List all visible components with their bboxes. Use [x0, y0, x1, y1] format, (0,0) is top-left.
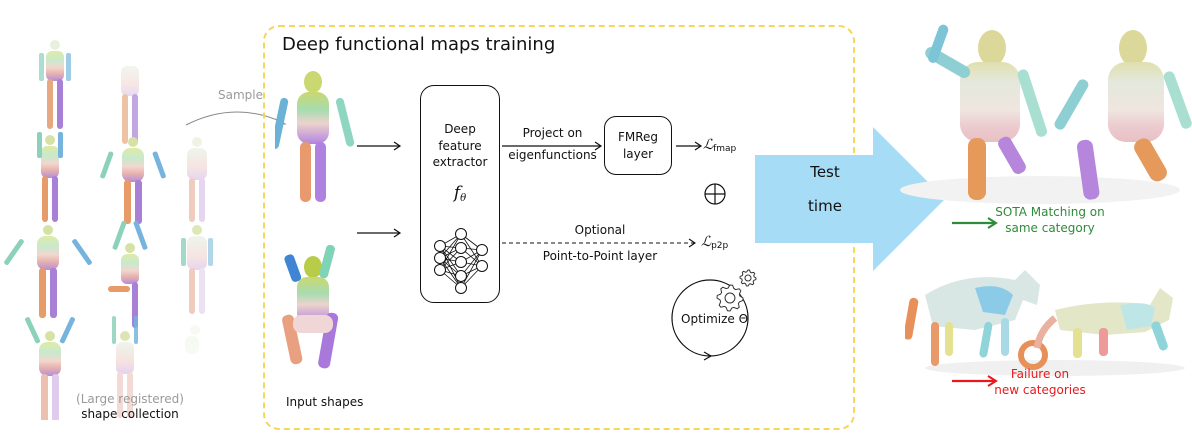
feature-extractor-box — [420, 85, 500, 303]
cycle-arrow-icon — [671, 279, 749, 361]
animal-matching-result — [905, 270, 1185, 376]
test-time-label-line2: time — [808, 197, 842, 215]
fmreg-label-line1: FMReg — [617, 130, 659, 144]
nn-node — [455, 256, 467, 268]
horse-figure — [905, 270, 1040, 366]
human-figure — [275, 71, 355, 202]
plus-circle-icon — [704, 183, 726, 205]
loss-symbol: ℒ — [701, 234, 712, 250]
nn-node — [455, 270, 467, 282]
human-figure — [282, 244, 339, 369]
feature-extractor-label-line2: feature — [438, 139, 482, 153]
projection-arrow — [502, 141, 603, 151]
loss-fmap: ℒfmap — [703, 136, 736, 158]
success-label-line1: SOTA Matching on — [995, 205, 1105, 219]
loss-p2p: ℒp2p — [701, 233, 728, 255]
f-symbol: f — [453, 183, 461, 203]
human-figure — [925, 24, 1048, 200]
arrow-icon — [357, 141, 402, 151]
nn-node — [434, 264, 446, 276]
nn-node — [434, 252, 446, 264]
human-figure — [1054, 30, 1192, 200]
loss-subscript: fmap — [713, 144, 737, 154]
loss-subscript: p2p — [711, 241, 729, 251]
shape-collection-label-bottom: shape collection — [81, 407, 179, 421]
nn-node — [455, 228, 467, 240]
theta-subscript: θ — [460, 193, 467, 204]
feature-extractor-label-line1: Deep — [444, 122, 476, 136]
fmreg-layer-box — [604, 116, 672, 175]
optional-label-line2: Point-to-Point layer — [542, 249, 658, 263]
failure-label-line2: new categories — [994, 383, 1086, 397]
input-shapes-label: Input shapes — [286, 395, 364, 409]
training-title: Deep functional maps training — [282, 34, 556, 55]
projection-label-line1: Project on — [522, 126, 583, 140]
success-label-line2: same category — [1005, 221, 1095, 235]
arrow-icon — [357, 228, 402, 238]
nn-node — [455, 242, 467, 254]
sample-label: Sample — [218, 88, 263, 102]
nn-node — [476, 260, 488, 272]
test-time-arrow — [755, 127, 945, 271]
cat-figure — [1018, 288, 1173, 370]
optimize-label: Optimize Θ — [681, 312, 749, 326]
nn-node — [434, 240, 446, 252]
input-arrows — [357, 141, 402, 238]
feature-extractor-label-line3: extractor — [432, 155, 488, 169]
shape-collection-label-top: (Large registered) — [76, 392, 184, 406]
human-figure — [4, 40, 213, 420]
gear-icon — [716, 284, 744, 312]
shape-collection-figures — [4, 40, 213, 420]
test-time-label-line1: Test — [810, 163, 840, 181]
neural-network-icon — [434, 228, 488, 294]
gear-icon — [739, 269, 757, 287]
success-arrow — [952, 217, 998, 229]
human-matching-result — [900, 24, 1192, 204]
nn-node — [455, 282, 467, 294]
projection-label-line2: eigenfunctions — [508, 148, 597, 162]
feature-extractor-symbol: fθ — [420, 183, 500, 209]
loss-symbol: ℒ — [703, 137, 714, 153]
input-shapes-figures — [275, 71, 355, 369]
optimize-cycle — [671, 269, 757, 361]
optional-label-line1: Optional — [574, 223, 626, 237]
failure-label-line1: Failure on — [1010, 367, 1070, 381]
failure-arrow — [952, 375, 998, 387]
optional-dashed-arrow — [502, 238, 696, 248]
nn-node — [476, 244, 488, 256]
fmap-arrow — [676, 141, 703, 151]
fmreg-label-line2: layer — [622, 147, 654, 161]
